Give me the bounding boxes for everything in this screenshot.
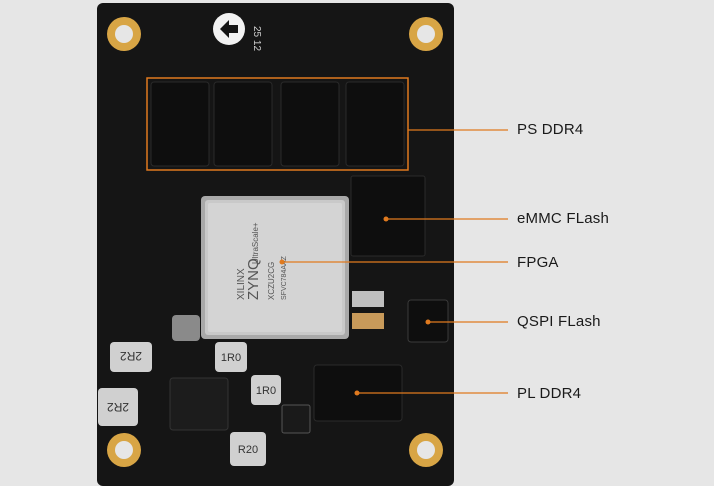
mounting-hole-bottom-left (107, 433, 141, 467)
small-component (352, 313, 384, 329)
callout-label-fpga: FPGA (517, 254, 559, 271)
callout-label-emmc-flash: eMMC FLash (517, 210, 610, 227)
callout-label-qspi-flash: QSPI FLash (517, 313, 601, 330)
ddr4-chip-4 (345, 81, 405, 167)
mounting-hole-top-left (107, 17, 141, 51)
svg-text:XCZU2CG: XCZU2CG (267, 262, 276, 300)
callout-pl-ddr4 (354, 390, 508, 396)
inductor: R20 (230, 432, 266, 466)
ps-ddr4-outline (146, 77, 409, 171)
svg-text:2R2: 2R2 (107, 400, 129, 414)
ddr4-chip-3 (280, 81, 340, 167)
callout-qspi-flash (425, 319, 508, 325)
arrow-marker-icon (213, 13, 245, 45)
ddr4-chip-2 (213, 81, 273, 167)
callout-label-pl-ddr4: PL DDR4 (517, 385, 582, 402)
emmc-chip (350, 175, 426, 257)
fpga-markings: XILINX ZYNQ UltraScale+ XCZU2CG SFVC784A… (236, 222, 288, 300)
svg-text:XILINX: XILINX (236, 268, 247, 300)
svg-text:ZYNQ: ZYNQ (245, 258, 262, 300)
ddr4-chip-1 (150, 81, 210, 167)
controller-chip (169, 377, 229, 431)
mounting-hole-bottom-right (409, 433, 443, 467)
callout-fpga (279, 259, 508, 265)
inductor: 1R0 (251, 375, 281, 405)
inductor: 1R0 (215, 342, 247, 372)
callout-emmc-flash (383, 216, 508, 222)
mounting-hole-top-right (409, 17, 443, 51)
svg-text:2R2: 2R2 (120, 349, 142, 363)
svg-text:1R0: 1R0 (256, 385, 276, 397)
inductor: 2R2 (98, 388, 138, 426)
svg-text:UltraScale+: UltraScale+ (251, 222, 260, 264)
inductor (172, 315, 200, 341)
inductor: 2R2 (110, 342, 152, 372)
tantalum-capacitor (281, 404, 311, 434)
board-marking: 25 12 (251, 26, 262, 51)
svg-text:1R0: 1R0 (221, 352, 241, 364)
svg-text:R20: R20 (238, 444, 258, 456)
fpga-chip (201, 196, 349, 339)
svg-text:SFVC784AAZ: SFVC784AAZ (281, 255, 288, 300)
callout-label-ps-ddr4: PS DDR4 (517, 121, 584, 138)
small-component (352, 291, 384, 307)
